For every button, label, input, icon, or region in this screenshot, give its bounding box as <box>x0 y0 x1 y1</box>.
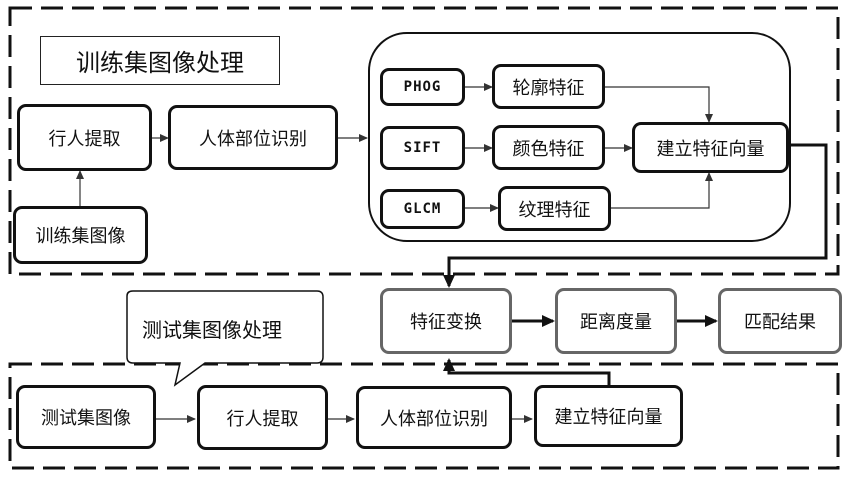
color-feature-box: 颜色特征 <box>492 125 605 170</box>
training-body-part-recognition-box: 人体部位识别 <box>168 105 338 170</box>
test-image-box: 测试集图像 <box>16 385 156 449</box>
feature-transform-box: 特征变换 <box>380 288 512 354</box>
contour-feature-box: 轮廓特征 <box>492 64 605 109</box>
training-image-box: 训练集图像 <box>13 206 148 264</box>
texture-feature-box: 纹理特征 <box>498 186 611 231</box>
contour-to-vector-arrow <box>605 87 709 122</box>
test-pedestrian-extraction-box: 行人提取 <box>197 385 328 450</box>
phog-algorithm-box: PHOG <box>380 68 465 106</box>
glcm-algorithm-box: GLCM <box>380 189 465 229</box>
texture-to-vector-arrow <box>611 173 709 208</box>
training-feature-vector-box: 建立特征向量 <box>632 122 789 173</box>
matching-result-box: 匹配结果 <box>718 288 842 354</box>
distance-metric-box: 距离度量 <box>555 288 677 354</box>
training-pedestrian-extraction-box: 行人提取 <box>17 104 152 171</box>
training-section-title: 训练集图像处理 <box>40 36 280 85</box>
sift-algorithm-box: SIFT <box>380 126 465 170</box>
testing-section-title: 测试集图像处理 <box>142 314 282 343</box>
test-body-part-recognition-box: 人体部位识别 <box>356 386 512 449</box>
test-feature-vector-box: 建立特征向量 <box>534 385 683 447</box>
